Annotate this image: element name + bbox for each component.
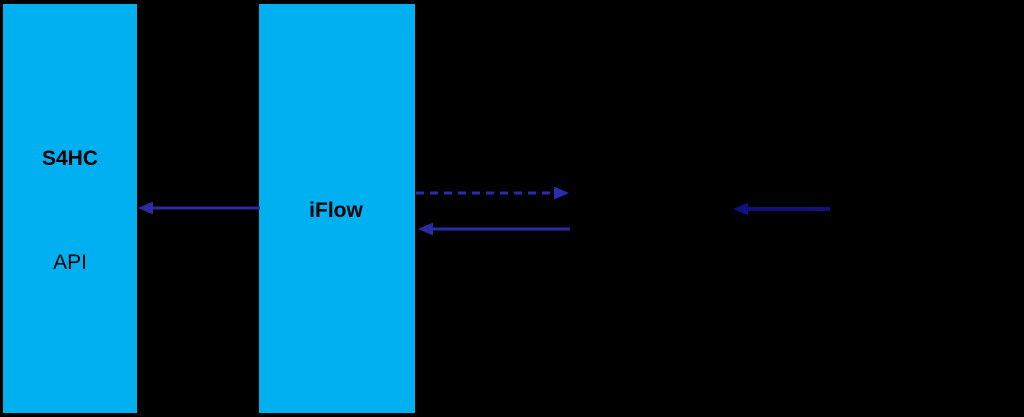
arrow-far-right-inbound — [733, 202, 830, 216]
arrow-inbound-to-iflow-head — [418, 222, 433, 236]
arrow-iflow-to-s4hc-head — [138, 201, 153, 215]
s4hc-title: S4HC — [42, 147, 98, 170]
iflow-box — [259, 4, 415, 413]
arrow-iflow-outbound-dashed-head — [554, 186, 569, 200]
arrow-iflow-to-s4hc — [138, 201, 260, 215]
arrow-inbound-to-iflow — [418, 222, 570, 236]
arrow-far-right-inbound-head — [733, 202, 748, 216]
iflow-title: iFlow — [309, 199, 363, 222]
s4hc-api-label: API — [53, 251, 87, 274]
s4hc-box — [3, 4, 137, 413]
arrow-iflow-outbound-dashed — [416, 186, 569, 200]
